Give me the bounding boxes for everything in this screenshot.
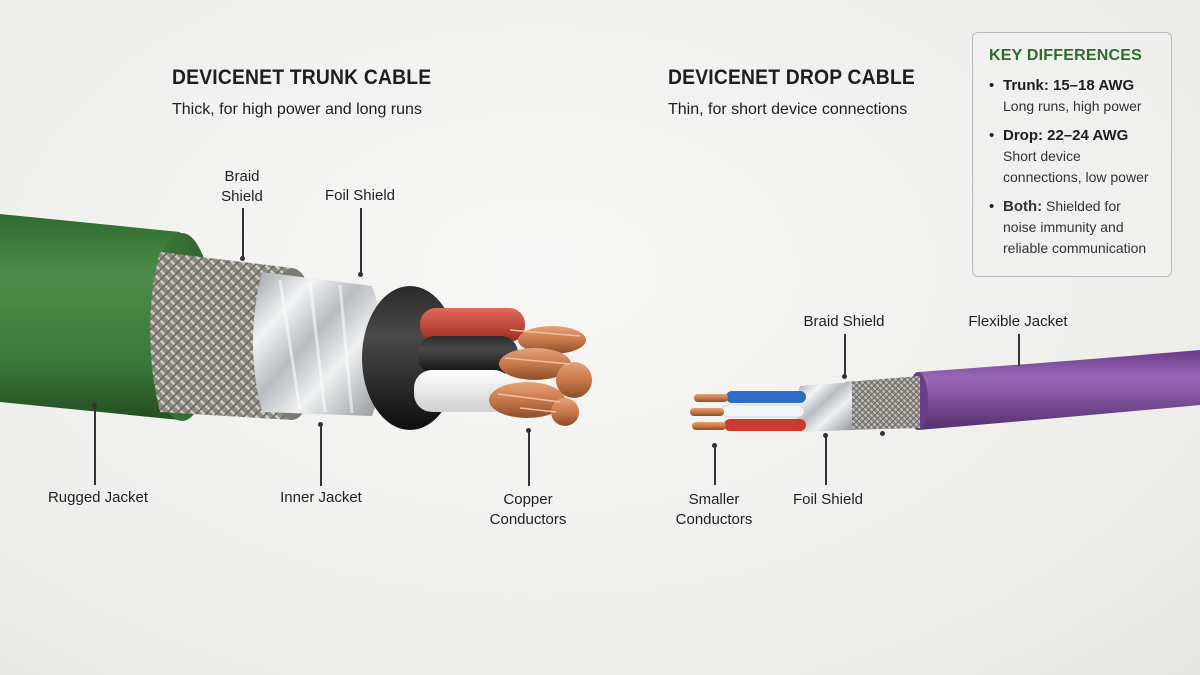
drop-copper-strands (690, 394, 728, 430)
trunk-rugged-jacket-label: Rugged Jacket (47, 489, 149, 506)
drop-smaller-conductors-label: Smaller Conductors (675, 491, 753, 528)
trunk-braid-shield-leader (242, 208, 244, 258)
drop-braid-end-dot (880, 431, 885, 436)
drop-foil-shield-label: Foil Shield (792, 491, 864, 508)
key-item-sub: Shielded for noise immunity and reliable… (1003, 198, 1147, 256)
trunk-copper-conductors-leader (528, 430, 530, 486)
key-item-main: Trunk: 15–18 AWG (1003, 77, 1135, 94)
drop-braid-shield (842, 376, 920, 430)
key-item-sub: Long runs, high power (1003, 98, 1142, 114)
key-differences-title: KEY DIFFERENCES (989, 47, 1142, 64)
drop-foil-shield (796, 382, 852, 432)
trunk-foil-shield-label: Foil Shield (324, 187, 396, 204)
key-item-main: Both: (1003, 198, 1043, 215)
key-item-drop: • Drop: 22–24 AWG Short device connectio… (989, 125, 1157, 188)
drop-wire-blue (726, 391, 806, 403)
trunk-cable (0, 214, 592, 430)
trunk-copper-strands (489, 326, 592, 426)
trunk-rugged-jacket-leader (94, 405, 96, 485)
bullet-icon: • (989, 127, 995, 144)
drop-subtitle: Thin, for short device connections (668, 101, 908, 118)
key-item-both: • Both: Shielded for noise immunity and … (989, 196, 1157, 259)
trunk-foil-shield-leader (360, 208, 362, 274)
key-item-sub: Short device connections, low power (1003, 148, 1149, 185)
drop-flexible-jacket (918, 350, 1200, 430)
drop-title: DEVICENET DROP CABLE (668, 66, 916, 89)
key-item-trunk: • Trunk: 15–18 AWG Long runs, high power (989, 75, 1157, 117)
bullet-icon: • (989, 77, 995, 94)
drop-braid-shield-label: Braid Shield (803, 313, 885, 330)
drop-foil-shield-leader (825, 435, 827, 485)
drop-flexible-jacket-leader (1018, 334, 1020, 366)
key-item-main: Drop: 22–24 AWG (1003, 127, 1129, 144)
trunk-foil-shield-dot (358, 272, 363, 277)
drop-braid-shield-leader (844, 334, 846, 376)
trunk-subtitle: Thick, for high power and long runs (172, 101, 422, 118)
trunk-wire-white (414, 370, 512, 412)
trunk-braid-shield-label: Braid Shield (221, 168, 263, 205)
drop-smaller-conductors-leader (714, 445, 716, 485)
trunk-inner-jacket-leader (320, 424, 322, 486)
bullet-icon: • (989, 198, 995, 215)
trunk-copper-conductors-label: Copper Conductors (489, 491, 567, 528)
trunk-inner-jacket-label: Inner Jacket (280, 489, 362, 506)
trunk-outer-jacket (0, 214, 203, 420)
key-differences-box: KEY DIFFERENCES • Trunk: 15–18 AWG Long … (972, 32, 1172, 277)
trunk-wire-red (420, 308, 525, 342)
trunk-title: DEVICENET TRUNK CABLE (172, 66, 432, 89)
trunk-braid-shield-dot (240, 256, 245, 261)
drop-wire-white (721, 404, 805, 418)
drop-braid-shield-dot (842, 374, 847, 379)
drop-flexible-jacket-label: Flexible Jacket (968, 313, 1068, 330)
drop-wire-red (724, 419, 806, 431)
trunk-wire-black (418, 336, 518, 374)
drop-cable (690, 350, 1200, 432)
